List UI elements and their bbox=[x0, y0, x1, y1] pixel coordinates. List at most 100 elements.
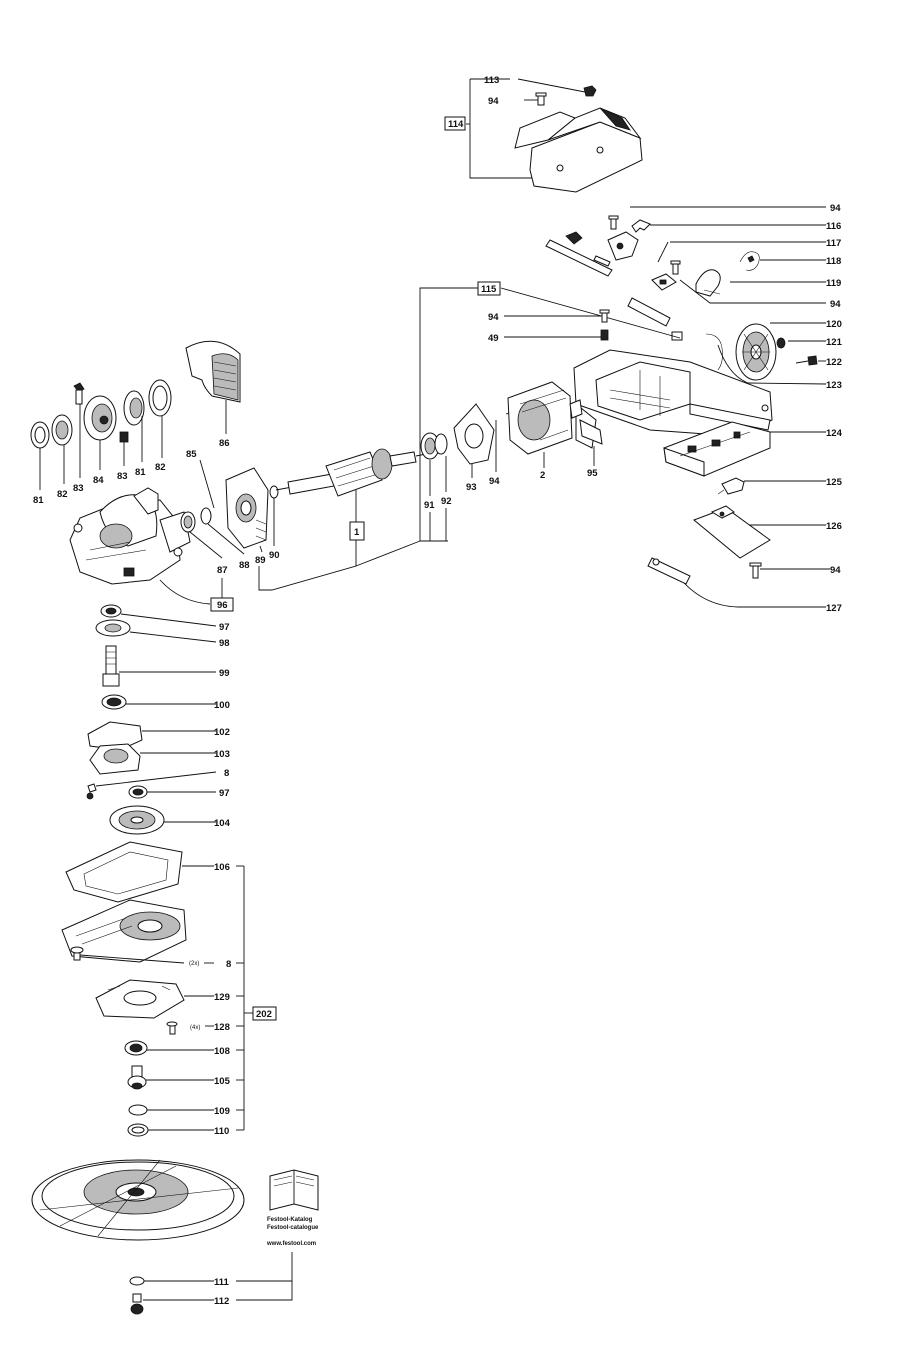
screw-122 bbox=[795, 355, 818, 366]
label-8-top: 8 bbox=[224, 768, 229, 779]
switch-block bbox=[651, 273, 677, 291]
label-94-top: 94 bbox=[488, 96, 499, 107]
label-109: 109 bbox=[214, 1106, 230, 1117]
screw-94-r2 bbox=[670, 260, 681, 275]
fan-group: 120 121 122 123 bbox=[705, 319, 843, 391]
label-94-r3: 94 bbox=[830, 565, 841, 576]
label-124: 124 bbox=[826, 428, 843, 439]
fan-120 bbox=[735, 323, 777, 381]
label-110: 110 bbox=[214, 1126, 229, 1137]
catalog-line-1: Festool-Katalog bbox=[267, 1217, 313, 1223]
label-82-right: 82 bbox=[155, 462, 166, 473]
label-90: 90 bbox=[269, 550, 280, 561]
box-115 bbox=[477, 281, 501, 296]
label-82-left: 82 bbox=[57, 489, 68, 500]
label-104: 104 bbox=[214, 818, 231, 829]
label-1: 1 bbox=[354, 527, 360, 538]
label-122: 122 bbox=[826, 357, 842, 368]
box-1 bbox=[349, 521, 365, 541]
label-113: 113 bbox=[484, 75, 499, 86]
label-117: 117 bbox=[826, 238, 841, 249]
label-96: 96 bbox=[217, 600, 228, 611]
part-group-202: (2x) (4x) bbox=[61, 841, 277, 1137]
box-114 bbox=[444, 116, 466, 131]
motor-housing-95 bbox=[573, 349, 773, 449]
electronics-124: 124 bbox=[663, 421, 843, 477]
part-125: 125 bbox=[717, 477, 843, 495]
spindle-stack bbox=[86, 604, 217, 835]
gear-housing-96 bbox=[69, 487, 191, 585]
label-99: 99 bbox=[219, 668, 230, 679]
label-106: 106 bbox=[214, 862, 230, 873]
label-125: 125 bbox=[826, 477, 843, 488]
label-86: 86 bbox=[219, 438, 230, 449]
bearing-100 bbox=[101, 694, 127, 710]
catalog-line-3: www.festool.com bbox=[266, 1241, 316, 1247]
bearing-plate-89 bbox=[225, 467, 269, 553]
label-94-r1: 94 bbox=[830, 203, 841, 214]
washer-90 bbox=[269, 485, 279, 499]
label-89: 89 bbox=[255, 555, 266, 566]
label-105: 105 bbox=[214, 1076, 231, 1087]
label-202: 202 bbox=[256, 1009, 272, 1020]
fasteners-111-112 bbox=[129, 1252, 293, 1315]
screw-94-mid bbox=[599, 309, 610, 323]
armature-1 bbox=[275, 448, 427, 497]
pin-83-right bbox=[119, 431, 129, 443]
label-49: 49 bbox=[488, 333, 499, 344]
gear-98 bbox=[95, 619, 131, 637]
motor-cover-114 bbox=[514, 107, 643, 193]
washer-111 bbox=[129, 1276, 145, 1286]
label-85: 85 bbox=[186, 449, 197, 460]
label-123: 123 bbox=[826, 380, 842, 391]
screw-94-r3: 94 bbox=[749, 562, 841, 579]
label-88: 88 bbox=[239, 560, 250, 571]
label-2: 2 bbox=[540, 470, 545, 481]
part-127: 127 bbox=[647, 557, 842, 614]
ring-110 bbox=[127, 1123, 149, 1137]
label-84: 84 bbox=[93, 475, 104, 486]
gear-84 bbox=[83, 395, 117, 441]
plate-126: 126 bbox=[693, 505, 842, 559]
label-100: 100 bbox=[214, 700, 230, 711]
label-95: 95 bbox=[587, 468, 598, 479]
label-116: 116 bbox=[826, 221, 841, 232]
label-121: 121 bbox=[826, 337, 843, 348]
label-103: 103 bbox=[214, 749, 230, 760]
screw-112 bbox=[130, 1293, 144, 1315]
label-87: 87 bbox=[217, 565, 228, 576]
switch-117 bbox=[607, 231, 639, 261]
screw-113 bbox=[583, 85, 597, 97]
label-98: 98 bbox=[219, 638, 230, 649]
label-112: 112 bbox=[214, 1296, 229, 1307]
ring-82-right bbox=[148, 379, 172, 417]
bearing-108 bbox=[124, 1040, 148, 1056]
screw-128 bbox=[166, 1021, 178, 1035]
label-94-mid: 94 bbox=[488, 312, 499, 323]
label-114: 114 bbox=[448, 119, 464, 130]
label-81-right: 81 bbox=[135, 467, 146, 478]
sanding-pad bbox=[31, 1159, 245, 1241]
label-83-right: 83 bbox=[117, 471, 128, 482]
gasket-106 bbox=[65, 841, 183, 903]
shaft-105 bbox=[127, 1065, 147, 1090]
bearings-85-87-88: 85 87 88 bbox=[180, 449, 250, 576]
nut-121 bbox=[776, 337, 786, 349]
label-93: 93 bbox=[466, 482, 477, 493]
spring-118 bbox=[739, 251, 760, 271]
label-118: 118 bbox=[826, 256, 841, 267]
part-group-114: 113 94 114 bbox=[444, 75, 643, 193]
nut-49 bbox=[600, 329, 609, 341]
stator-2 bbox=[507, 381, 583, 468]
bearing-97-top bbox=[100, 604, 122, 618]
label-8-base: 8 bbox=[226, 959, 231, 970]
lever-119 bbox=[695, 269, 721, 297]
bearing-seat-103 bbox=[89, 743, 141, 775]
shroud-86 bbox=[185, 340, 241, 434]
label-92: 92 bbox=[441, 496, 452, 507]
catalog-book-icon bbox=[269, 1169, 319, 1211]
counterweight-104 bbox=[109, 805, 165, 835]
label-97-bottom: 97 bbox=[219, 788, 230, 799]
label-120: 120 bbox=[826, 319, 842, 330]
label-127: 127 bbox=[826, 603, 842, 614]
